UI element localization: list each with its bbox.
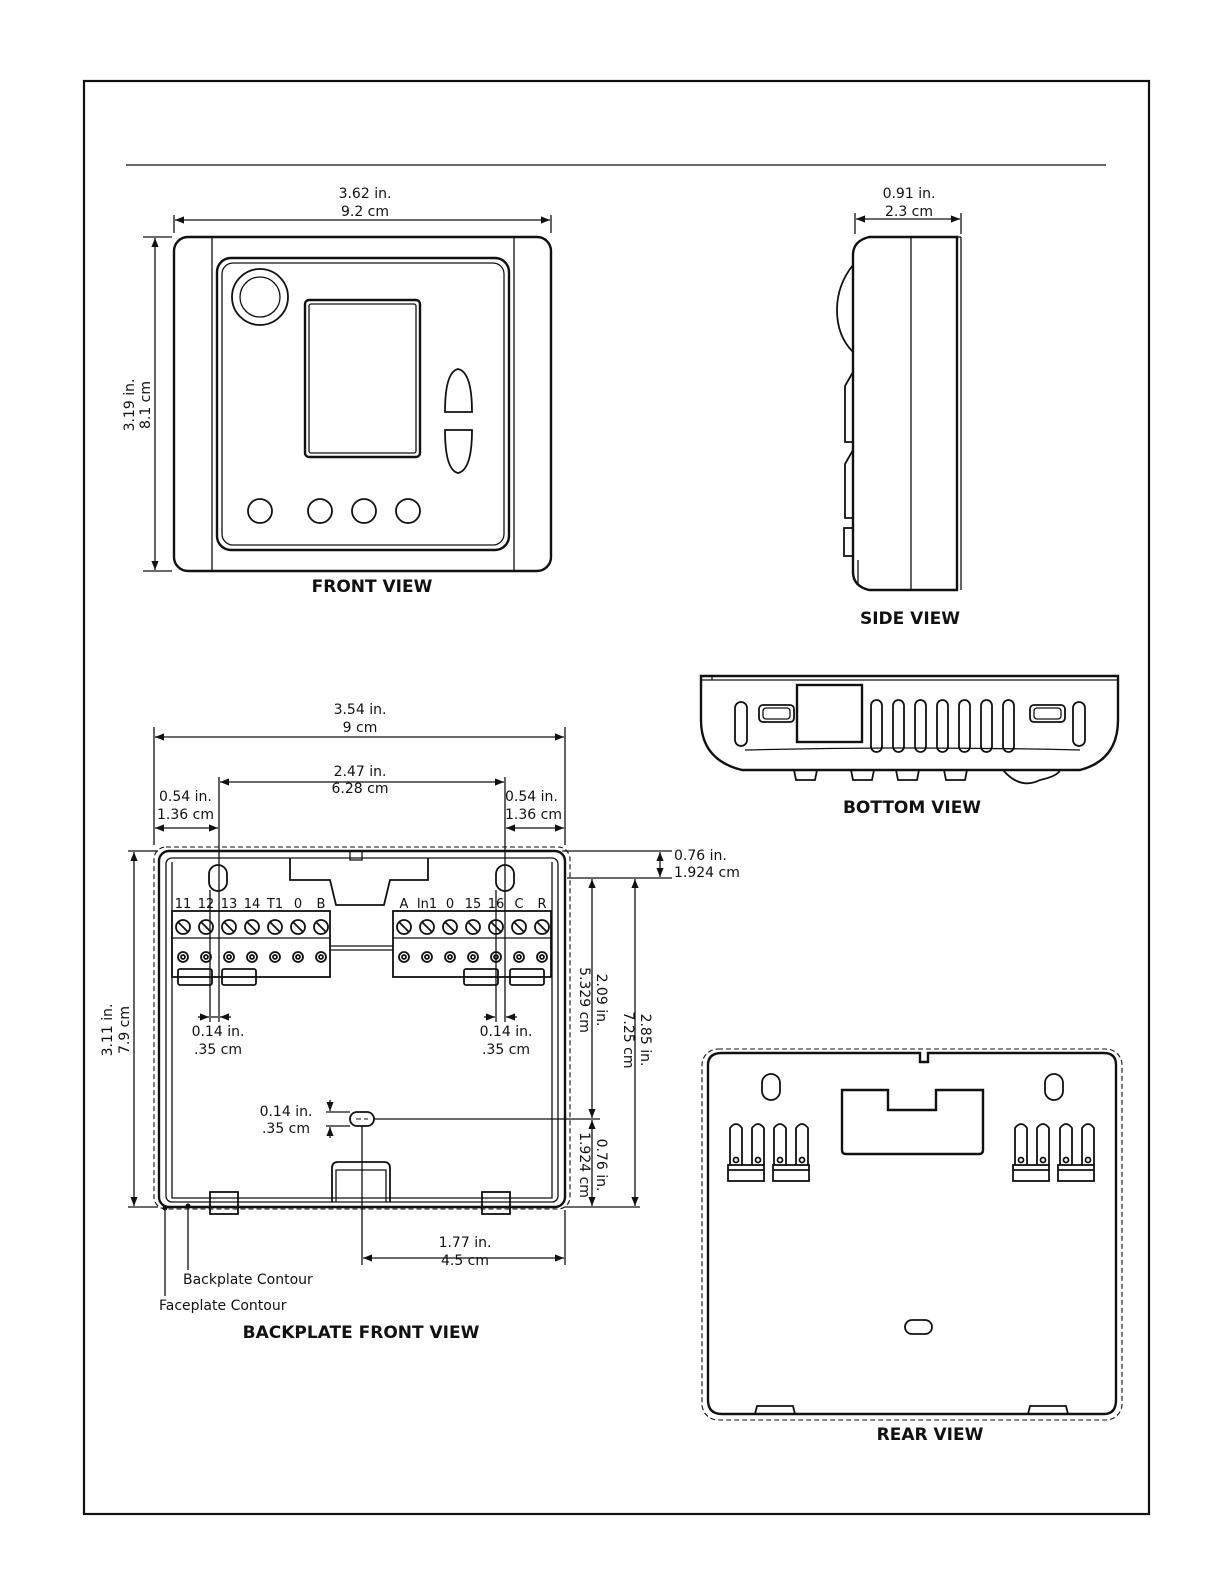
terminal-label: 11 [175,897,192,912]
front-button-1 [247,498,273,524]
up-arrow-button [444,368,473,413]
bp-right-offset-cm: 1.36 cm [505,807,562,823]
front-button-4 [395,498,421,524]
front-height-in: 3.19 in. [122,379,138,432]
terminal-labels-right: A In1 0 15 16 C R [400,897,547,912]
terminal-label: T1 [266,897,283,912]
bp-hole-left-cm: .35 cm [194,1042,242,1058]
terminal-label: 0 [446,897,454,912]
terminal-label: R [537,897,546,912]
terminal-label: 0 [294,897,302,912]
side-view-caption: SIDE VIEW [860,609,960,629]
bp-bottom-offset-cm: 1.924 cm [576,1132,592,1198]
bp-slot-cm: .35 cm [262,1121,310,1137]
front-view [143,215,553,573]
bp-hole-left-in: 0.14 in. [192,1024,245,1040]
bp-hole-span-in: 2.47 in. [334,764,387,780]
front-width-cm: 9.2 cm [341,204,389,220]
bp-bottom-offset-in: 0.76 in. [593,1139,609,1192]
bp-inner-height-in: 2.09 in. [593,974,609,1027]
terminal-label: 15 [465,897,482,912]
bp-hole-span-cm: 6.28 cm [332,781,389,797]
side-view [836,213,962,592]
terminal-label: 12 [198,897,215,912]
front-height-cm: 8.1 cm [138,381,154,429]
terminal-label: 13 [221,897,238,912]
bp-left-offset-in: 0.54 in. [159,789,212,805]
terminal-label: C [514,897,523,912]
bp-slot-x-in: 1.77 in. [439,1235,492,1251]
rear-view [701,1048,1123,1421]
backplate-front-view [128,727,672,1296]
bp-top-offset-in: 0.76 in. [674,848,727,864]
bottom-view-caption: BOTTOM VIEW [843,798,981,818]
bp-inner-height-cm: 5.329 cm [576,967,592,1033]
rear-view-caption: REAR VIEW [877,1425,984,1445]
bp-right-offset-in: 0.54 in. [505,789,558,805]
front-button-3 [351,498,377,524]
backplate-view-caption: BACKPLATE FRONT VIEW [243,1323,480,1343]
bp-hole-right-cm: .35 cm [482,1042,530,1058]
bp-slot-x-cm: 4.5 cm [441,1253,489,1269]
terminal-label: 16 [488,897,505,912]
terminal-label: 14 [244,897,261,912]
bp-full-height-cm: 7.25 cm [620,1012,636,1069]
front-view-caption: FRONT VIEW [312,577,433,597]
bp-height-in: 3.11 in. [100,1004,116,1057]
bp-hole-right-in: 0.14 in. [480,1024,533,1040]
side-depth-in: 0.91 in. [883,186,936,202]
bottom-view [699,674,1120,785]
lcd-display [303,298,422,459]
front-button-2 [307,498,333,524]
bp-height-cm: 7.9 cm [117,1006,133,1054]
front-width-in: 3.62 in. [339,186,392,202]
bottom-port [795,683,864,744]
backplate-contour-label: Backplate Contour [183,1272,313,1288]
bp-top-offset-cm: 1.924 cm [674,865,740,881]
terminal-labels-left: 11 12 13 14 T1 0 B [175,897,326,912]
terminal-label: In1 [417,897,437,912]
sensor-lens [231,268,289,326]
side-depth-cm: 2.3 cm [885,204,933,220]
bp-overall-width-in: 3.54 in. [334,702,387,718]
sheet-border [82,79,1151,1516]
bp-overall-width-cm: 9 cm [343,720,378,736]
terminal-label: A [400,897,409,912]
terminal-label: B [317,897,326,912]
down-arrow-button [444,429,473,474]
faceplate-contour-label: Faceplate Contour [159,1298,287,1314]
bp-left-offset-cm: 1.36 cm [157,807,214,823]
bp-full-height-in: 2.85 in. [637,1014,653,1067]
center-slot [349,1111,375,1127]
bp-slot-in: 0.14 in. [260,1104,313,1120]
